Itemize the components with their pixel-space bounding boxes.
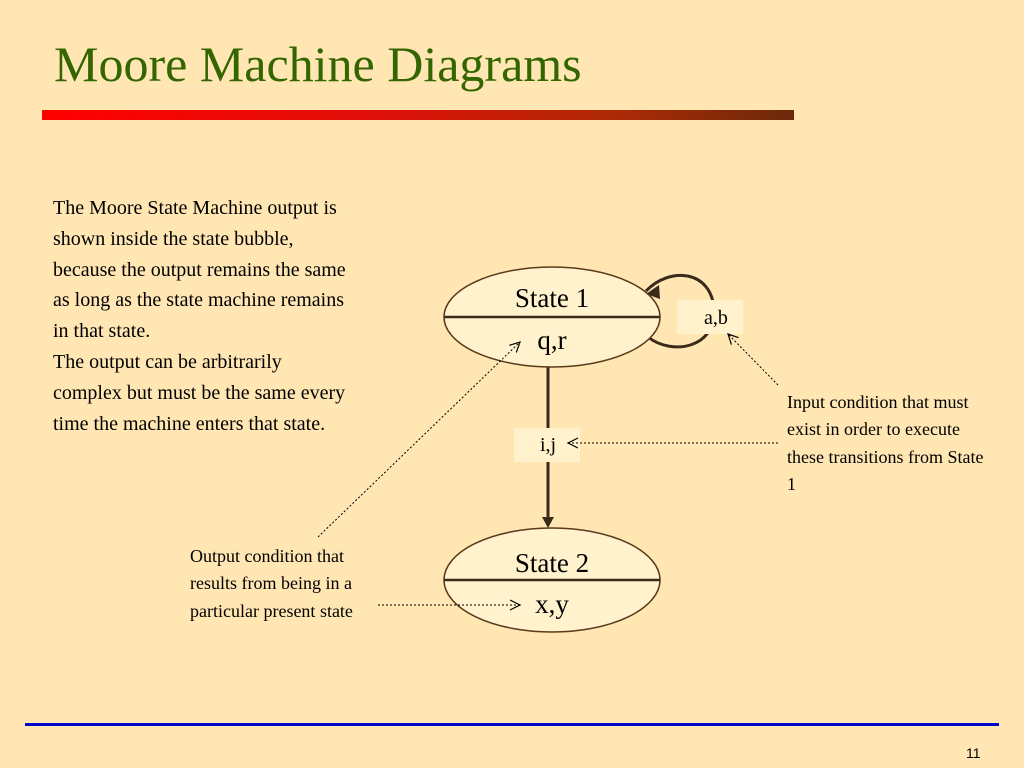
state-1-output: q,r xyxy=(537,325,566,355)
body-paragraph-2: The output can be arbitrarily complex bu… xyxy=(53,350,346,435)
state-2-output: x,y xyxy=(535,589,569,619)
state-2-node: State 2 x,y xyxy=(443,527,661,633)
self-loop-label-box: a,b xyxy=(677,300,743,334)
footer-divider xyxy=(25,723,999,726)
body-paragraph-1: The Moore State Machine output is shown … xyxy=(53,197,346,343)
self-loop-label: a,b xyxy=(704,307,728,329)
transition-arrowhead xyxy=(542,517,554,528)
transition-label: i,j xyxy=(540,434,556,456)
page-number: 11 xyxy=(966,745,981,761)
pointer-input-to-selfloop xyxy=(728,334,779,386)
body-text: The Moore State Machine output is shown … xyxy=(53,193,353,439)
input-condition-caption: Input condition that must exist in order… xyxy=(787,392,984,494)
state-1-node: State 1 q,r xyxy=(443,266,661,368)
title-underline-bar xyxy=(42,110,794,120)
slide-title: Moore Machine Diagrams xyxy=(54,36,582,92)
state-1-name: State 1 xyxy=(515,283,589,313)
self-loop-arrowhead xyxy=(646,285,660,299)
state-2-name: State 2 xyxy=(515,548,589,578)
output-condition-caption: Output condition that results from being… xyxy=(190,546,353,621)
pointer-output-to-state1 xyxy=(317,342,520,538)
transition-label-box: i,j xyxy=(514,428,580,462)
